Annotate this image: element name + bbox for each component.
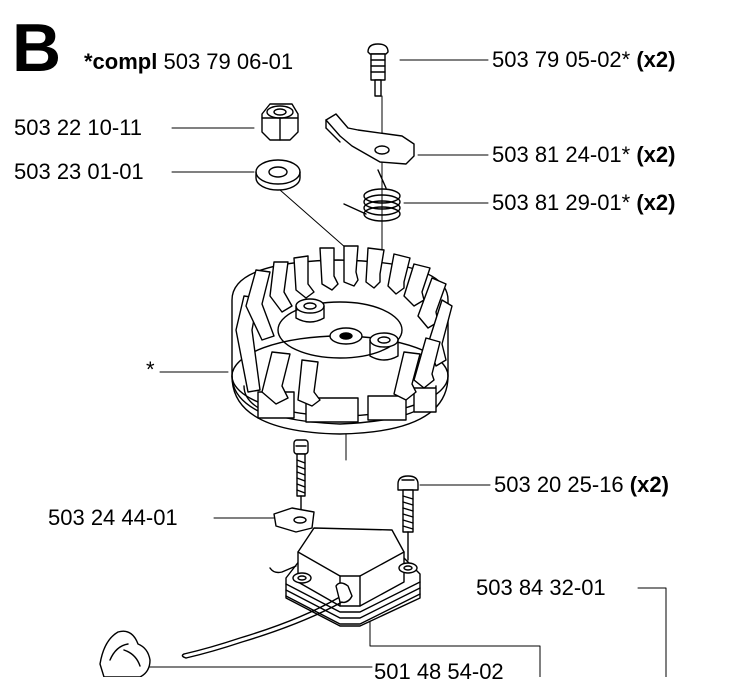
part-number: * xyxy=(146,357,155,382)
part-label-nut[interactable]: 503 22 10-11 xyxy=(14,116,142,140)
part-qty: (x2) xyxy=(629,472,669,497)
pin-part xyxy=(367,43,389,97)
part-number: 503 84 32-01 xyxy=(476,575,606,600)
compl-number: 503 79 06-01 xyxy=(163,49,294,74)
flywheel-part xyxy=(231,245,453,435)
part-label-washer[interactable]: 503 23 01-01 xyxy=(14,160,144,184)
part-label-terminal[interactable]: 503 24 44-01 xyxy=(48,506,178,530)
part-qty: (x2) xyxy=(636,142,676,167)
part-number: 503 79 05-02* xyxy=(492,47,631,72)
part-number: 503 22 10-11 xyxy=(14,115,143,140)
part-label-spring[interactable]: 503 81 29-01* (x2) xyxy=(492,191,675,215)
part-number: 503 20 25-16 xyxy=(494,472,624,497)
part-number: 503 81 24-01* xyxy=(492,142,631,167)
part-qty: (x2) xyxy=(636,190,676,215)
part-label-ignition-module[interactable]: 503 84 32-01 xyxy=(476,576,606,600)
part-number: 501 48 54-02 xyxy=(374,659,504,684)
part-number: 503 81 29-01* xyxy=(492,190,631,215)
part-label-pin[interactable]: 503 79 05-02* (x2) xyxy=(492,48,675,72)
section-letter: B xyxy=(12,10,62,86)
terminal-part xyxy=(273,507,315,533)
part-qty: (x2) xyxy=(636,47,676,72)
part-label-flywheel[interactable]: * xyxy=(146,358,155,382)
part-label-pawl[interactable]: 503 81 24-01* (x2) xyxy=(492,143,675,167)
part-label-spark-plug-cap[interactable]: 501 48 54-02 xyxy=(374,660,504,684)
screw-part-right xyxy=(397,475,419,561)
screw-part-left xyxy=(293,439,309,521)
nut-part xyxy=(261,103,299,141)
part-number: 503 24 44-01 xyxy=(48,505,178,530)
part-number: 503 23 01-01 xyxy=(14,159,144,184)
part-label-screw[interactable]: 503 20 25-16 (x2) xyxy=(494,473,669,497)
washer-part xyxy=(255,159,301,191)
flywheel-fins xyxy=(235,245,453,407)
spring-part xyxy=(343,169,401,222)
ignition-module-part xyxy=(181,527,421,659)
complete-assembly-label: *compl 503 79 06-01 xyxy=(84,50,293,74)
spark-plug-cap-part xyxy=(99,630,151,677)
compl-prefix: *compl xyxy=(84,49,158,74)
pawl-part xyxy=(325,113,415,165)
